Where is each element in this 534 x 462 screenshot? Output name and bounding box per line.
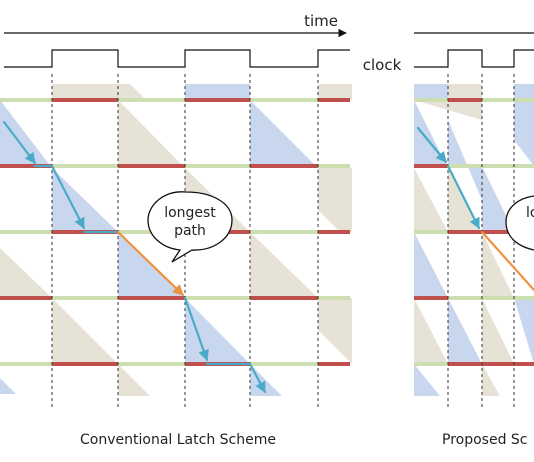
signal-path <box>2 120 267 394</box>
right-shading <box>414 84 534 396</box>
right-callout-text: lo <box>526 205 534 221</box>
callout-line-2: path <box>174 223 206 239</box>
time-label: time <box>304 12 338 30</box>
clock-label: clock <box>363 56 402 74</box>
longest-path-callout: longest path <box>147 191 233 263</box>
right-clock-waveform <box>414 49 534 68</box>
right-signal-path <box>416 126 534 292</box>
callout-line-1: longest <box>164 205 216 221</box>
caption-right: Proposed Sc <box>442 432 528 448</box>
left-clock-waveform <box>4 49 350 68</box>
right-callout-partial: lo <box>505 195 534 251</box>
left-shading <box>0 84 352 396</box>
right-dashed-lines <box>447 74 515 410</box>
caption-left: Conventional Latch Scheme <box>80 432 276 448</box>
